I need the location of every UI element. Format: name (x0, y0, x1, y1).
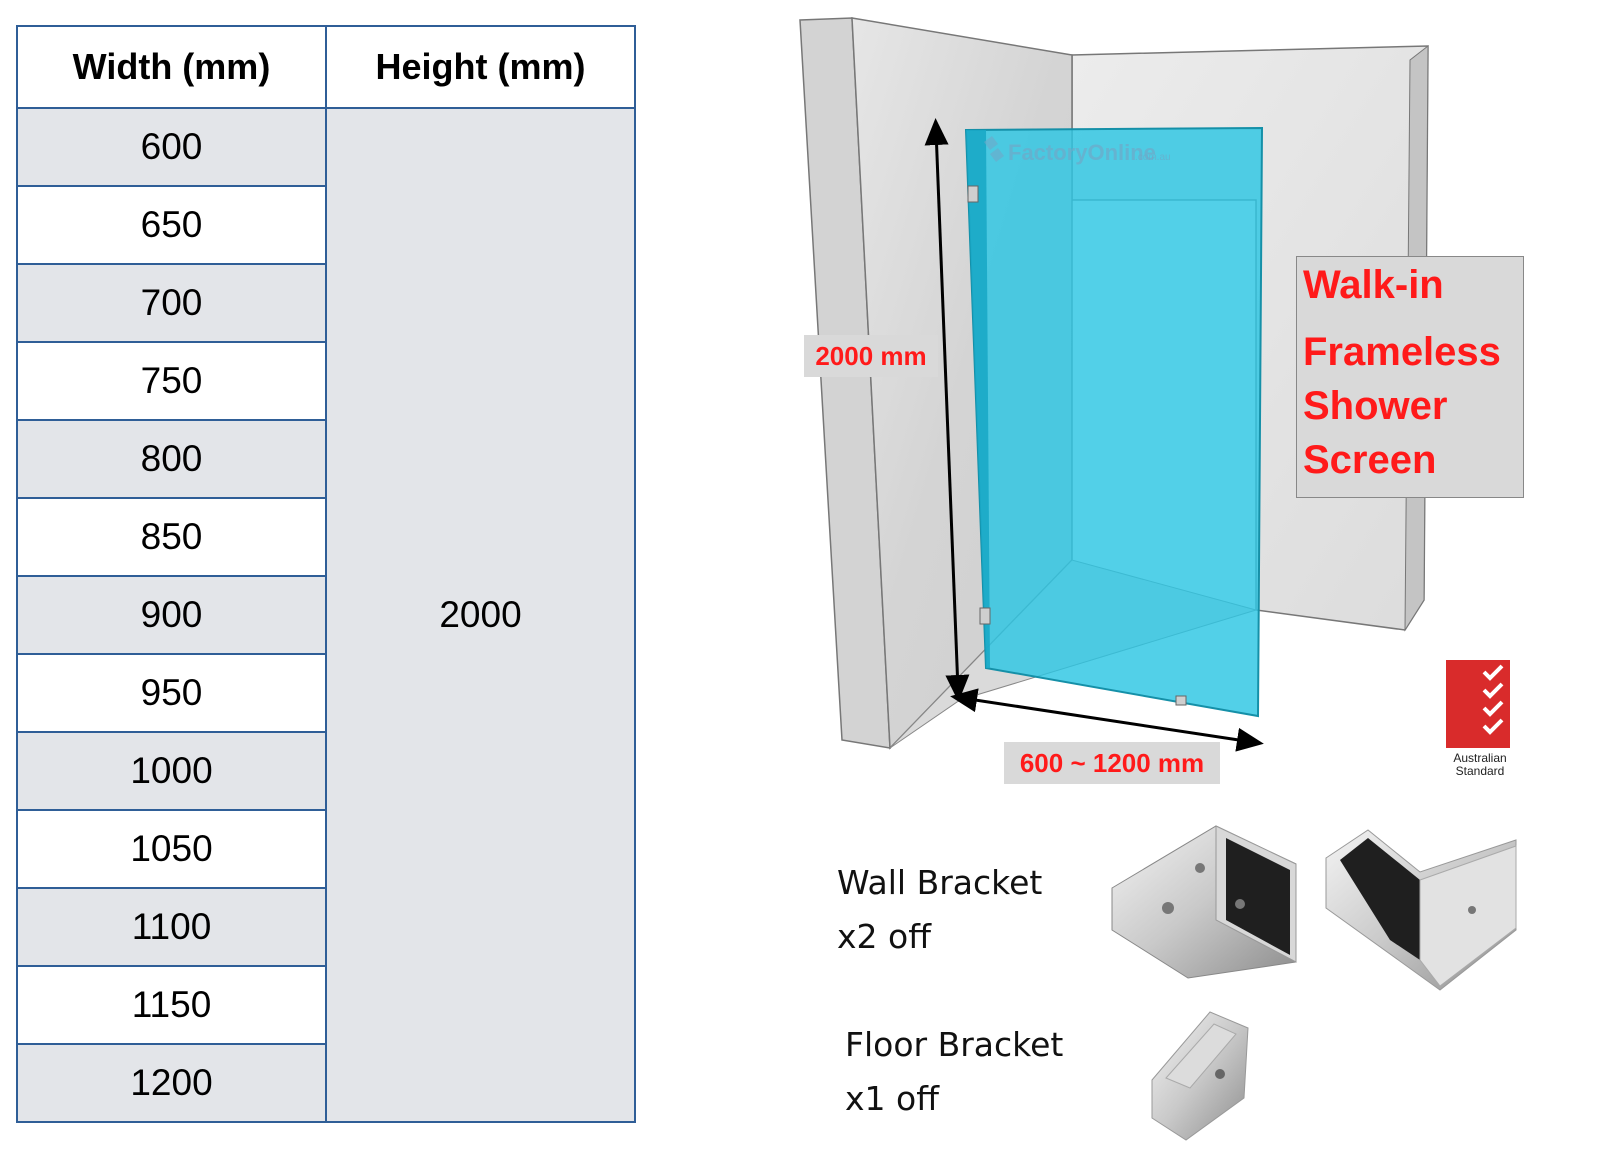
width-cell: 1200 (16, 1043, 327, 1123)
part-name: Floor Bracket (845, 1025, 1064, 1064)
height-dimension-arrow (924, 118, 970, 702)
table-row: 600 2000 (16, 107, 636, 1123)
size-table: Width (mm) Height (mm) 600 2000 650 700 … (16, 25, 636, 1123)
part-quantity: x2 off (837, 917, 931, 956)
table-row: 1200 (16, 1043, 635, 1123)
width-cell: 1100 (16, 887, 327, 967)
standard-label-line: Australian (1453, 751, 1507, 765)
width-cell: 900 (16, 575, 327, 655)
column-header-height: Height (mm) (325, 25, 636, 109)
glass-panel: FactoryOnline .com.au (964, 126, 1264, 718)
width-cell: 1000 (16, 731, 327, 811)
width-cell: 1150 (16, 965, 327, 1045)
width-cell: 850 (16, 497, 327, 577)
standard-label-line: Standard (1455, 764, 1505, 778)
floor-bracket-image (1151, 1011, 1249, 1141)
table-row: 650 (16, 185, 635, 265)
title-line: Frameless (1303, 330, 1501, 374)
width-cell: 800 (16, 419, 327, 499)
height-cell: 2000 (325, 107, 636, 1123)
width-cell: 600 (16, 107, 327, 187)
width-dimension-arrow (950, 688, 1264, 752)
table-row: 1000 (16, 731, 635, 811)
table-row: 850 (16, 497, 635, 577)
wall-bracket-image-2 (1325, 829, 1517, 991)
width-cell: 1050 (16, 809, 327, 889)
table-row: 900 (16, 575, 635, 655)
product-title-box: Walk-in Frameless Shower Screen (1296, 256, 1524, 498)
title-line: Screen (1303, 438, 1437, 482)
australian-standard-logo (1446, 660, 1510, 748)
part-name: Wall Bracket (837, 863, 1043, 902)
floor-bracket-label: Floor Bracket x1 off (845, 1018, 1063, 1126)
glass-clamp (1175, 695, 1187, 706)
table-row: 800 (16, 419, 635, 499)
table-row: 750 (16, 341, 635, 421)
table-row: 1050 (16, 809, 635, 889)
glass-clamp (967, 185, 979, 203)
table-row: 1100 (16, 887, 635, 967)
table-row: 1150 (16, 965, 635, 1045)
table-row: 950 (16, 653, 635, 733)
width-dimension-label: 600 ~ 1200 mm (1004, 742, 1220, 784)
watermark-text: FactoryOnline (1008, 140, 1156, 165)
width-cell: 950 (16, 653, 327, 733)
wall-bracket-label: Wall Bracket x2 off (837, 856, 1042, 964)
glass-clamp (979, 607, 991, 625)
height-dimension-label: 2000 mm (804, 335, 938, 377)
watermark-logo-icon (984, 136, 1004, 162)
width-cell: 650 (16, 185, 327, 265)
wall-bracket-image-1 (1111, 825, 1297, 979)
title-line: Walk-in (1303, 263, 1444, 307)
column-header-width: Width (mm) (16, 25, 327, 109)
table-header-row: Width (mm) Height (mm) (16, 25, 636, 109)
table-row: 700 (16, 263, 635, 343)
title-line: Shower (1303, 384, 1448, 428)
width-cell: 700 (16, 263, 327, 343)
width-cell: 750 (16, 341, 327, 421)
watermark-suffix: .com.au (1135, 152, 1171, 163)
part-quantity: x1 off (845, 1079, 939, 1118)
australian-standard-text: Australian Standard (1436, 752, 1524, 778)
